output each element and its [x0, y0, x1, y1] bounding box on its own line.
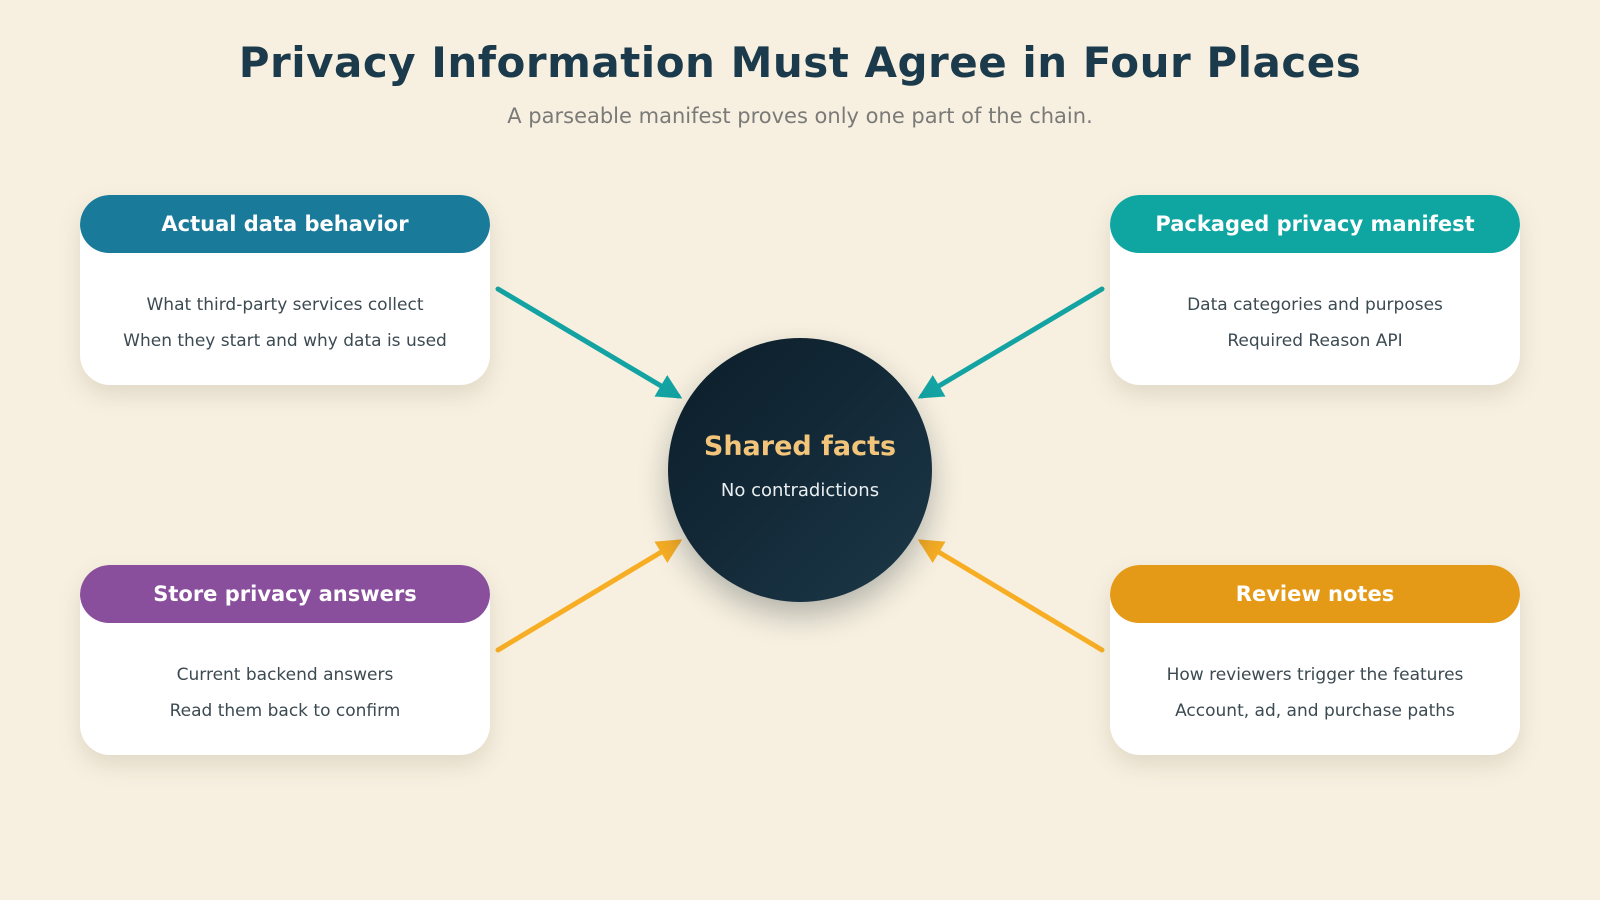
card-line: Data categories and purposes	[1187, 295, 1443, 315]
card-review-notes: Review notes How reviewers trigger the f…	[1110, 565, 1520, 755]
card-header: Store privacy answers	[80, 565, 490, 623]
card-header: Packaged privacy manifest	[1110, 195, 1520, 253]
card-line: When they start and why data is used	[123, 331, 447, 351]
hub-subtitle: No contradictions	[720, 480, 880, 501]
arrow-actual-to-hub	[495, 286, 683, 399]
card-line: How reviewers trigger the features	[1166, 665, 1464, 685]
card-packaged-privacy-manifest: Packaged privacy manifest Data categorie…	[1110, 195, 1520, 385]
shared-facts-hub: Shared facts No contradictions	[668, 338, 932, 602]
card-actual-data-behavior: Actual data behavior What third-party se…	[80, 195, 490, 385]
page-subtitle: A parseable manifest proves only one par…	[507, 104, 1093, 128]
card-line: Account, ad, and purchase paths	[1175, 701, 1455, 721]
card-store-privacy-answers: Store privacy answers Current backend an…	[80, 565, 490, 755]
page-title: Privacy Information Must Agree in Four P…	[238, 38, 1362, 87]
card-line: Read them back to confirm	[169, 701, 401, 721]
arrow-store-to-hub	[495, 539, 683, 653]
card-line: Required Reason API	[1227, 331, 1403, 351]
card-line: What third-party services collect	[146, 295, 424, 315]
arrow-manifest-to-hub	[917, 286, 1105, 399]
arrow-review-to-hub	[917, 539, 1105, 653]
card-header: Actual data behavior	[80, 195, 490, 253]
hub-title: Shared facts	[703, 431, 897, 462]
card-header: Review notes	[1110, 565, 1520, 623]
card-line: Current backend answers	[176, 665, 394, 685]
